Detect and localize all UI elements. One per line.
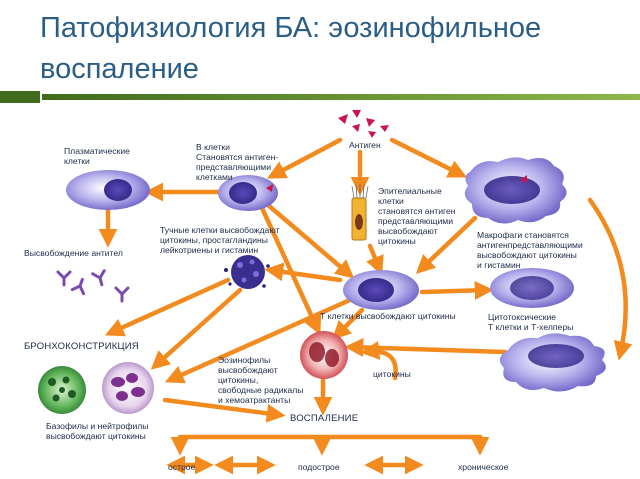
b-cell-icon [218, 175, 278, 211]
arrow-antigen-to-bcell [266, 137, 343, 179]
eosinophil-icon [300, 331, 348, 379]
inflammation-tree [170, 434, 490, 456]
label-b-cells: В клетки Становятся антиген- представляю… [196, 142, 279, 182]
label-eosinophils: Эозинофилы высвобождают цитокины, свобод… [218, 355, 304, 405]
arrow-basophils-to-inflammation [162, 397, 286, 423]
label-antigen: Антиген [349, 140, 381, 150]
dendritic-cell-icon [499, 333, 606, 392]
arrow-mast-to-basophils [150, 287, 243, 370]
cytotoxic-cell-icon [490, 268, 574, 308]
label-basophils: Базофилы и нейтрофилы высвобождают циток… [46, 421, 149, 441]
arrow-tcell-to-mast [264, 262, 343, 283]
antibody-icons [56, 269, 130, 303]
label-mast-cells: Тучные клетки высвобождают цитокины, про… [160, 225, 280, 255]
label-inflammation: ВОСПАЛЕНИЕ [290, 413, 359, 424]
label-bronchoconstriction: БРОНХОКОНСТРИКЦИЯ [24, 341, 139, 352]
arrow-bcell-to-eosinophil [259, 205, 322, 336]
arrow-tcell-to-cytotoxic [419, 280, 494, 300]
arrow-macrophage-loop [587, 197, 633, 361]
neutrophil-icon [102, 362, 154, 414]
arrow-cytokines-loop [360, 341, 398, 381]
basophil-icon [38, 366, 86, 414]
plasma-cell-icon [66, 170, 150, 210]
label-antibody-release: Высвобождение антител [24, 248, 123, 258]
label-macrophages: Макрофаги становятся антигенпредставляющ… [477, 230, 583, 270]
label-chronic: хроническое [458, 462, 509, 472]
label-subacute: подострое [298, 462, 340, 472]
label-epithelial: Эпителиальные клетки становятся антиген … [378, 186, 456, 246]
arrow-epithelial-to-tcell [366, 243, 384, 276]
slide-title: Патофизиология БА: эозинофильное воспале… [40, 12, 542, 85]
label-acute: острое [168, 462, 196, 472]
title-rule [0, 91, 640, 103]
label-plasma-cells: Плазматические клетки [64, 146, 130, 166]
arrow-tcell-to-basophils [164, 297, 353, 384]
arrow-antigen-to-macrophage [389, 137, 468, 178]
arrows [98, 137, 633, 475]
arrow-macrophage-to-tcell [415, 215, 478, 274]
arrow-tcell-to-eosinophil [331, 307, 365, 341]
antigen-icon [338, 110, 389, 138]
arrow-mast-to-broncho [104, 277, 231, 337]
t-cell-icon [343, 270, 419, 310]
arrow-bcell-to-tcell [265, 202, 355, 279]
label-cytokines: цитокины [373, 369, 411, 379]
mast-cell-icon [224, 255, 270, 289]
label-t-cells: Т клетки высвобождают цитокины [320, 311, 456, 321]
label-cytotoxic: Цитотоксические Т клетки и Т-хелперы [488, 312, 574, 332]
macrophage-icon [464, 157, 567, 224]
epithelial-cell-icon [351, 184, 369, 241]
